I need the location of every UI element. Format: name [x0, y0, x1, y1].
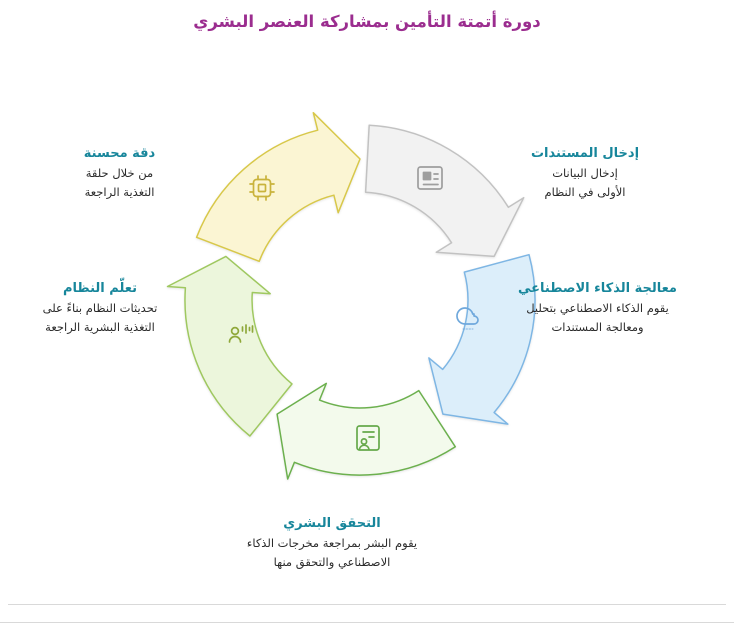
step-desc-line: إدخال البيانات	[552, 166, 618, 180]
step-desc-line: ومعالجة المستندات	[551, 319, 644, 334]
arrow-segment-system-learning	[166, 255, 293, 437]
footer-divider	[8, 604, 726, 605]
person-check-icon	[356, 425, 380, 451]
page-bottom-border	[0, 622, 734, 623]
page-title: دورة أتمتة التأمين بمشاركة العنصر البشري	[193, 12, 541, 31]
step-title-ai-processing: معالجة الذكاء الاصطناعي	[518, 281, 677, 296]
step-title-document-input: إدخال المستندات	[530, 146, 640, 161]
step-desc-line: يقوم الذكاء الاصطناعي بتحليل	[526, 301, 669, 315]
step-label-document-input: إدخال المستندات إدخال البيانات الأولى في…	[505, 146, 665, 202]
step-label-system-learning: تعلّم النظام تحديثات النظام بناءً على ال…	[15, 281, 185, 337]
step-label-improved-accuracy: دقة محسنة من خلال حلقة التغذية الراجعة	[42, 146, 197, 202]
cloud-icon	[456, 307, 479, 330]
step-desc-line: تحديثات النظام بناءً على	[42, 301, 158, 315]
document-icon	[417, 166, 443, 190]
arrow-segment-document-input	[364, 124, 525, 258]
step-label-human-verification: التحقق البشري يقوم البشر بمراجعة مخرجات …	[212, 516, 452, 572]
step-desc-line: من خلال حلقة	[85, 166, 154, 180]
step-label-ai-processing: معالجة الذكاء الاصطناعي يقوم الذكاء الاص…	[500, 281, 695, 337]
step-desc-line: التغذية البشرية الراجعة	[45, 319, 155, 334]
step-title-system-learning: تعلّم النظام	[63, 281, 137, 296]
step-title-human-verification: التحقق البشري	[283, 516, 381, 531]
voice-icon	[228, 324, 254, 343]
step-desc-line: الأولى في النظام	[544, 184, 626, 199]
step-desc-line: التغذية الراجعة	[84, 184, 155, 199]
step-desc-line: يقوم البشر بمراجعة مخرجات الذكاء	[246, 536, 418, 550]
document-icon-block	[422, 171, 432, 181]
arrow-segment-improved-accuracy	[195, 111, 361, 263]
step-desc-line: الاصطناعي والتحقق منها	[273, 554, 391, 569]
step-title-improved-accuracy: دقة محسنة	[83, 146, 156, 161]
chip-icon	[249, 175, 275, 201]
